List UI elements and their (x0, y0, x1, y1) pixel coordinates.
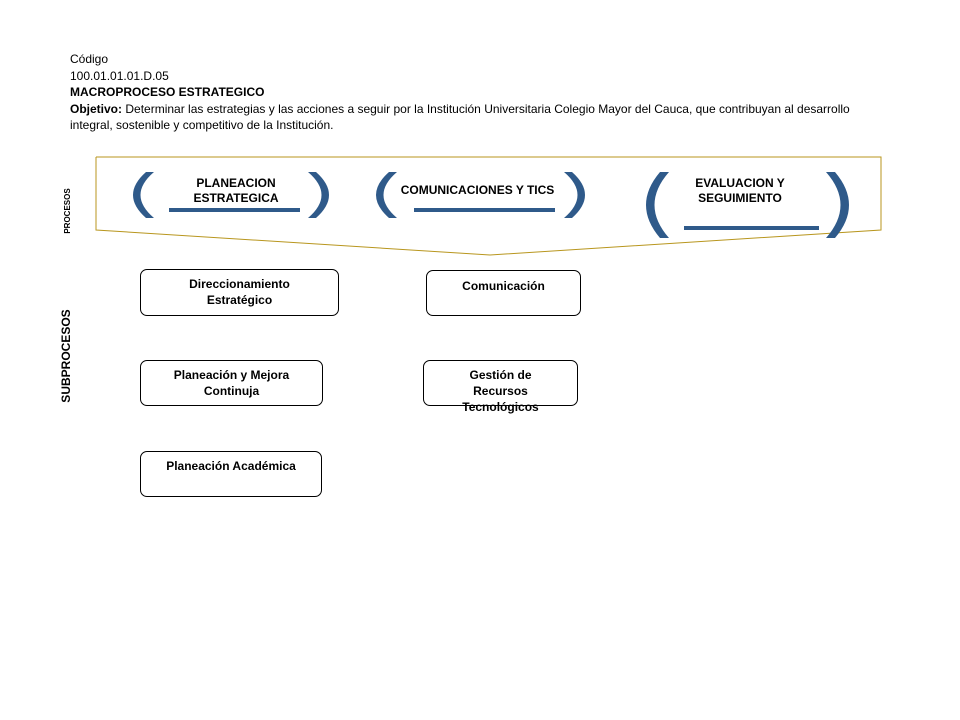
codigo-label: Código (70, 52, 109, 66)
proceso-evaluacion-label: EVALUACION Y SEGUIMIENTO (695, 176, 785, 205)
right-bracket-icon (826, 172, 849, 238)
underline-bar (414, 208, 555, 212)
objetivo: Objetivo: Determinar las estrategias y l… (70, 101, 870, 134)
proceso-comunicaciones-graphic (376, 172, 585, 218)
underline-bar (169, 208, 300, 212)
proceso-planeacion-graphic (133, 172, 329, 218)
document-header: Código 100.01.01.01.D.05 MACROPROCESO ES… (70, 51, 870, 134)
proceso-planeacion-label: PLANEACION ESTRATEGICA (193, 176, 279, 205)
proceso-comunicaciones-label: COMUNICACIONES Y TICS (400, 183, 555, 197)
subprocesos-side-label: SUBPROCESOS (59, 309, 73, 403)
subproceso-comunicacion-box: Comunicación (426, 270, 581, 316)
subproceso-direccionamiento-box: Direccionamiento Estratégico (140, 269, 339, 316)
left-bracket-icon (133, 172, 154, 218)
left-bracket-icon (646, 172, 669, 238)
codigo-value: 100.01.01.01.D.05 (70, 68, 169, 83)
left-bracket-icon (376, 172, 397, 218)
objetivo-label: Objetivo: (70, 101, 123, 116)
macroproceso-title: MACROPROCESO ESTRATEGICO (70, 85, 265, 99)
proceso-evaluacion-graphic (646, 172, 849, 238)
subproceso-gestion-recursos-box: Gestión de Recursos Tecnológicos (423, 360, 578, 414)
right-bracket-icon (308, 172, 329, 218)
right-bracket-icon (564, 172, 585, 218)
procesos-side-label: PROCESOS (63, 188, 72, 234)
procesos-frame (95, 156, 882, 256)
subproceso-planeacion-mejora-box: Planeación y Mejora Continuja (140, 360, 323, 406)
objetivo-text: Determinar las estrategias y las accione… (70, 101, 850, 133)
subproceso-planeacion-academica-box: Planeación Académica (140, 451, 322, 497)
underline-bar (684, 226, 819, 230)
